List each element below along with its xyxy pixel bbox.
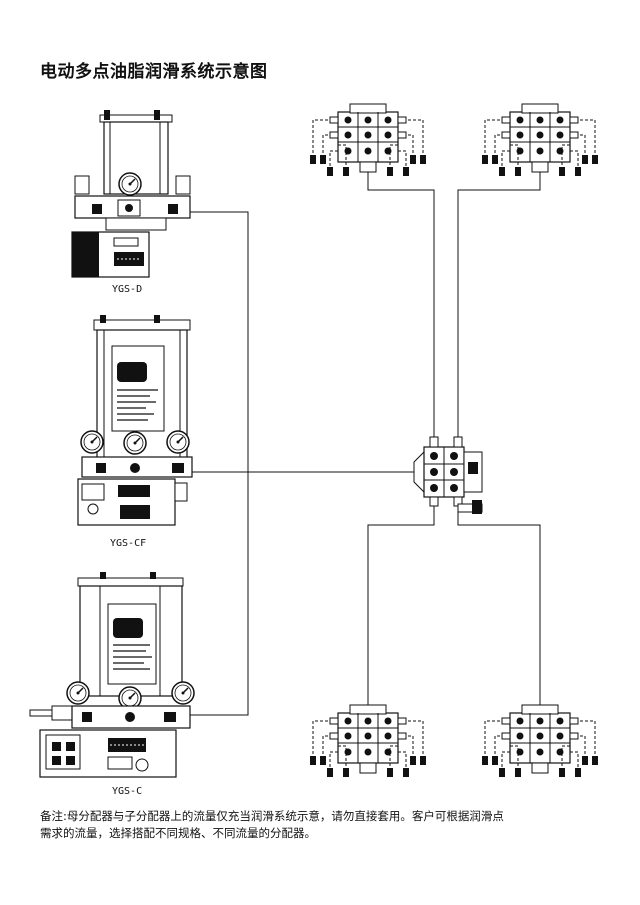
- diagram-title: 电动多点油脂润滑系统示意图: [40, 62, 268, 82]
- pump-label-ygs-c: YGS-C: [112, 786, 143, 797]
- pump-ygs-cf: [77, 315, 193, 526]
- pump-label-ygs-d: YGS-D: [112, 284, 143, 295]
- feed-lines: [367, 167, 541, 708]
- footnote-line-2: 需求的流量，选择搭配不同规格、不同流量的分配器。: [40, 826, 316, 840]
- footnote-line-1: 备注:母分配器与子分配器上的流量仅充当润滑系统示意，请勿直接套用。客户可根据润滑…: [40, 809, 504, 823]
- footnote: 备注:母分配器与子分配器上的流量仅充当润滑系统示意，请勿直接套用。客户可根据润滑…: [40, 808, 605, 842]
- supply-lines: [190, 211, 414, 716]
- main-distributor: [413, 436, 483, 514]
- pump-ygs-d: [71, 110, 191, 278]
- sub-distributor-bottom-left: [309, 704, 427, 778]
- sub-distributor-top-left: [309, 103, 427, 177]
- sub-distributor-top-right: [481, 103, 599, 177]
- sub-distributor-bottom-right: [481, 704, 599, 778]
- pump-ygs-c: [29, 572, 195, 778]
- pump-label-ygs-cf: YGS-CF: [110, 538, 147, 549]
